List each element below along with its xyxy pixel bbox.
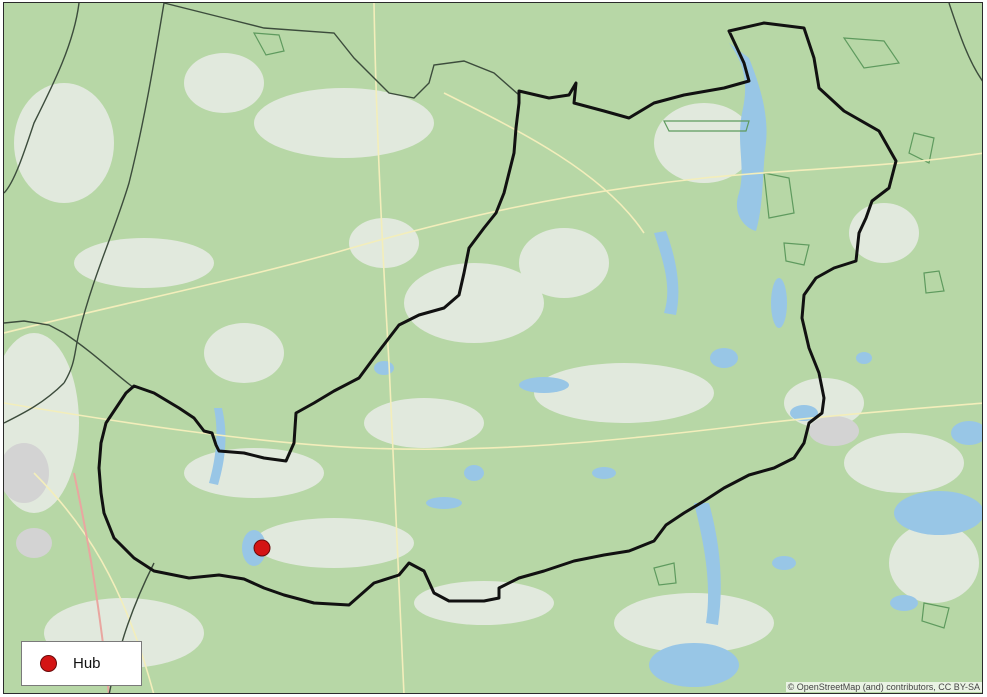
map-frame[interactable]: Hub © OpenStreetMap (and) contributors, … <box>3 2 983 694</box>
map-canvas[interactable] <box>4 3 983 694</box>
map-attribution: © OpenStreetMap (and) contributors, CC B… <box>785 682 982 692</box>
municipality-boundary <box>97 21 898 607</box>
water-bodies <box>209 43 982 687</box>
town-areas <box>4 416 859 558</box>
protected-areas <box>252 32 950 629</box>
legend-label-hub: Hub <box>73 655 101 672</box>
map-legend: Hub <box>21 641 142 686</box>
roads <box>4 3 982 693</box>
hub-legend-icon <box>40 655 57 672</box>
admin-lines <box>4 3 982 693</box>
hub-marker[interactable] <box>253 539 271 557</box>
